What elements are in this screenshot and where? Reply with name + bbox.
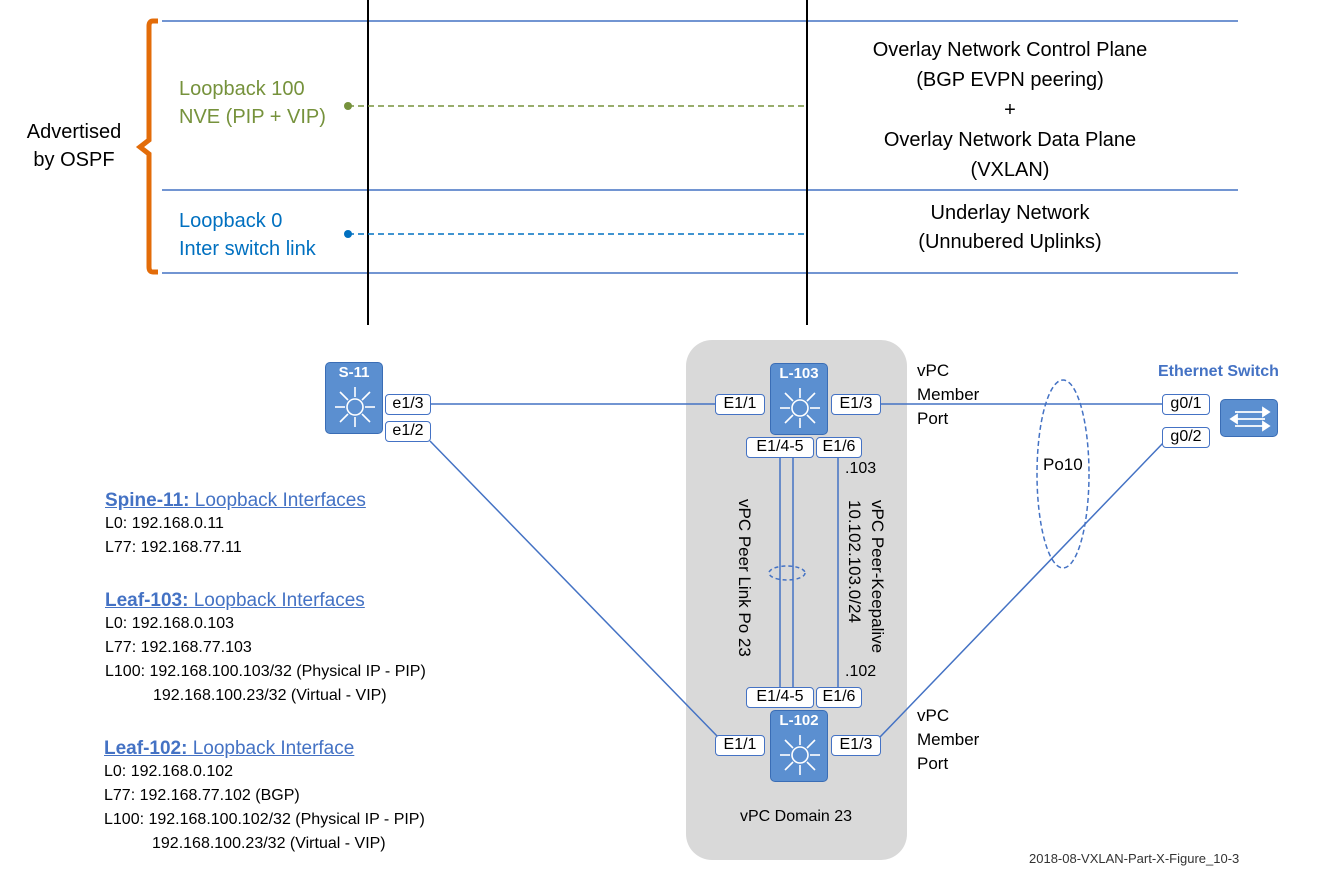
vpc-member-top-line1: vPC — [917, 361, 950, 380]
spine-s11-switch[interactable]: S-11 — [325, 362, 383, 434]
overlay-plus: + — [1004, 99, 1016, 121]
ethernet-switch[interactable] — [1220, 399, 1278, 437]
leaf-l103-switch[interactable]: L-103 — [770, 363, 828, 435]
loopback100-label: Loopback 100 NVE (PIP + VIP) — [179, 75, 326, 131]
leaf103-loopback-line: L0: 192.168.0.103 — [105, 615, 235, 632]
vpc-member-bottom-line1: vPC — [917, 706, 950, 725]
overlay-line2: (BGP EVPN peering) — [916, 69, 1104, 91]
leaf-l103-label: L-103 — [779, 365, 819, 382]
spine-s11-label: S-11 — [338, 364, 370, 381]
peer-keepalive-label: vPC Peer-Keepalive 10.102.103.0/24 — [843, 500, 889, 653]
router-icon — [780, 735, 820, 775]
vpc-member-port-bottom: vPC Member Port — [917, 704, 979, 776]
l103-port-e13[interactable]: E1/3 — [831, 394, 881, 415]
vpc-member-top-line3: Port — [917, 409, 949, 428]
leaf-l102-switch[interactable]: L-102 — [770, 710, 828, 782]
loopback0-line1: Loopback 0 — [179, 210, 283, 232]
ospf-bracket — [135, 18, 158, 275]
vpc-domain-box — [686, 340, 907, 860]
l102-port-e11[interactable]: E1/1 — [715, 735, 765, 756]
po10-label: Po10 — [1043, 455, 1083, 474]
l102-port-e13[interactable]: E1/3 — [831, 735, 881, 756]
po10-ellipse — [1036, 379, 1090, 569]
underlay-line1: Underlay Network — [930, 202, 1090, 224]
loopback0-label: Loopback 0 Inter switch link — [179, 207, 316, 263]
l103-port-e14-5[interactable]: E1/4-5 — [746, 437, 814, 458]
spine-loopback-line: L0: 192.168.0.11 — [105, 515, 224, 532]
l102-port-e16[interactable]: E1/6 — [816, 687, 862, 708]
peer-keepalive-line2: 10.102.103.0/24 — [845, 500, 864, 623]
leaf-l102-label: L-102 — [779, 712, 819, 729]
peer-link-bundle-ellipse — [768, 565, 806, 581]
ip-102-label: .102 — [845, 663, 877, 680]
leaf102-loopback-line: L77: 192.168.77.102 (BGP) — [104, 787, 300, 804]
leaf103-loopback-line: L77: 192.168.77.103 — [105, 639, 252, 656]
peer-keepalive-line1: vPC Peer-Keepalive — [868, 500, 887, 654]
leaf102-loopback-info: Leaf-102: Loopback Interface L0: 192.168… — [104, 738, 425, 856]
ip-103-label: .103 — [845, 460, 877, 477]
figure-id: 2018-08-VXLAN-Part-X-Figure_10-3 — [1029, 851, 1240, 866]
ospf-label: Advertised by OSPF — [14, 118, 134, 174]
peer-link-label: vPC Peer Link Po 23 — [735, 499, 754, 657]
leaf103-loopback-line: 192.168.100.23/32 (Virtual - VIP) — [153, 687, 387, 704]
vpc-member-top-line2: Member — [917, 385, 980, 404]
overlay-line3: Overlay Network Data Plane — [883, 129, 1137, 151]
vpc-member-port-top: vPC Member Port — [917, 359, 979, 431]
underlay-line2: (Unnubered Uplinks) — [918, 231, 1102, 253]
l103-port-e11[interactable]: E1/1 — [715, 394, 765, 415]
spine-loopback-info: Spine-11: Loopback Interfaces L0: 192.16… — [105, 490, 366, 560]
leaf103-loopback-title: Leaf-103: Loopback Interfaces — [105, 590, 365, 611]
overlay-line4: (VXLAN) — [970, 159, 1050, 181]
s11-port-e13[interactable]: e1/3 — [385, 394, 431, 415]
vpc-member-bottom-line2: Member — [917, 730, 980, 749]
leaf102-loopback-line: 192.168.100.23/32 (Virtual - VIP) — [152, 835, 386, 852]
leaf102-loopback-title: Leaf-102: Loopback Interface — [104, 738, 355, 759]
l102-port-e14-5[interactable]: E1/4-5 — [746, 687, 814, 708]
overlay-line1: Overlay Network Control Plane — [872, 39, 1148, 61]
loopback100-line2: NVE (PIP + VIP) — [179, 106, 326, 128]
leaf103-loopback-line: L100: 192.168.100.103/32 (Physical IP - … — [105, 663, 426, 680]
overlay-description: Overlay Network Control Plane (BGP EVPN … — [810, 35, 1210, 185]
link-s11-e12-to-l102 — [429, 440, 719, 738]
underlay-description: Underlay Network (Unnubered Uplinks) — [810, 199, 1210, 257]
leaf102-loopback-line: L0: 192.168.0.102 — [104, 763, 234, 780]
ospf-label-line1: Advertised — [26, 121, 122, 143]
ospf-label-line2: by OSPF — [33, 149, 115, 171]
link-l102-to-switch — [879, 440, 1166, 738]
l103-port-e16[interactable]: E1/6 — [816, 437, 862, 458]
vpc-member-bottom-line3: Port — [917, 754, 949, 773]
leaf103-loopback-info: Leaf-103: Loopback Interfaces L0: 192.16… — [105, 590, 426, 708]
spine-loopback-line: L77: 192.168.77.11 — [105, 539, 242, 556]
switch-port-g01[interactable]: g0/1 — [1162, 394, 1210, 415]
loopback0-line2: Inter switch link — [179, 238, 316, 260]
loopback100-line1: Loopback 100 — [179, 78, 305, 100]
switch-port-g02[interactable]: g0/2 — [1162, 427, 1210, 448]
ethernet-switch-label: Ethernet Switch — [1158, 363, 1279, 380]
router-icon — [335, 387, 375, 427]
router-icon — [780, 388, 820, 428]
switch-arrows-icon — [1229, 406, 1271, 432]
vpc-domain-label: vPC Domain 23 — [740, 808, 853, 825]
spine-loopback-title: Spine-11: Loopback Interfaces — [105, 490, 366, 511]
s11-port-e12[interactable]: e1/2 — [385, 421, 431, 442]
leaf102-loopback-line: L100: 192.168.100.102/32 (Physical IP - … — [104, 811, 425, 828]
